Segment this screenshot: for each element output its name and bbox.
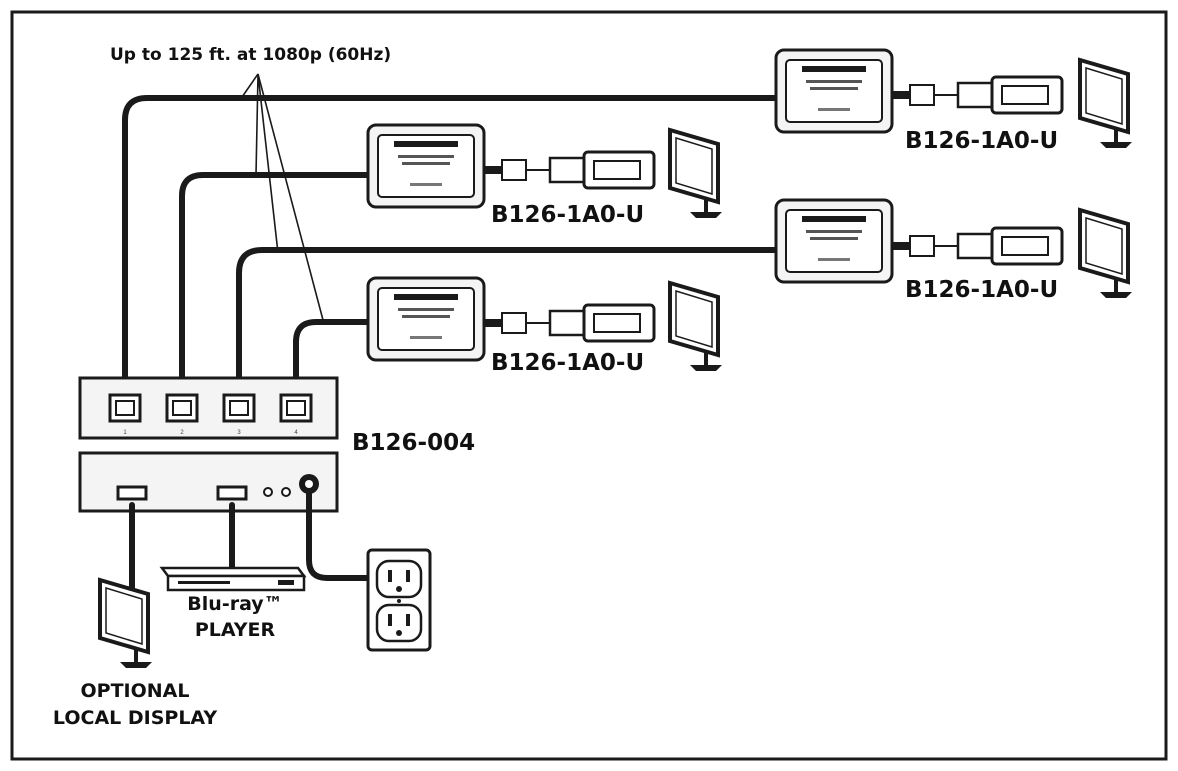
- local-display-label-1: OPTIONAL: [81, 680, 190, 702]
- svg-text:3: 3: [237, 430, 241, 436]
- svg-text:1: 1: [123, 430, 127, 436]
- receiver-3-model: B126-1A0-U: [905, 277, 1058, 303]
- receiver-1: B126-1A0-U: [774, 48, 1134, 154]
- svg-text:4: 4: [294, 430, 298, 436]
- display-1-icon: [1078, 58, 1134, 150]
- receiver-4-model: B126-1A0-U: [491, 350, 644, 376]
- cable-note-pointers: [239, 73, 324, 321]
- receiver-1-model: B126-1A0-U: [905, 128, 1058, 154]
- receiver-2: B126-1A0-U: [366, 123, 724, 228]
- cable-length-note: Up to 125 ft. at 1080p (60Hz): [110, 45, 391, 65]
- splitter-output-panel: 1 2 3 4: [78, 376, 339, 440]
- display-4-icon: [668, 281, 724, 373]
- display-3-icon: [1078, 208, 1134, 300]
- source-label-2: PLAYER: [195, 619, 276, 641]
- splitter-input-panel: [78, 451, 339, 513]
- splitter-model: B126-004: [352, 430, 475, 456]
- ethernet-cables: [122, 95, 781, 395]
- power-cable: [306, 491, 395, 581]
- local-display-label-2: LOCAL DISPLAY: [53, 707, 217, 729]
- receiver-3: B126-1A0-U: [774, 198, 1134, 303]
- diagram-frame: [10, 10, 1168, 761]
- power-outlet-icon: [366, 548, 432, 652]
- bluray-player-icon: [159, 566, 307, 592]
- receiver-4: B126-1A0-U: [366, 276, 724, 376]
- receiver-2-model: B126-1A0-U: [491, 202, 644, 228]
- source-label-1: Blu-ray™: [187, 593, 282, 615]
- display-2-icon: [668, 128, 724, 220]
- svg-text:2: 2: [180, 430, 184, 436]
- local-display-icon: [98, 578, 154, 670]
